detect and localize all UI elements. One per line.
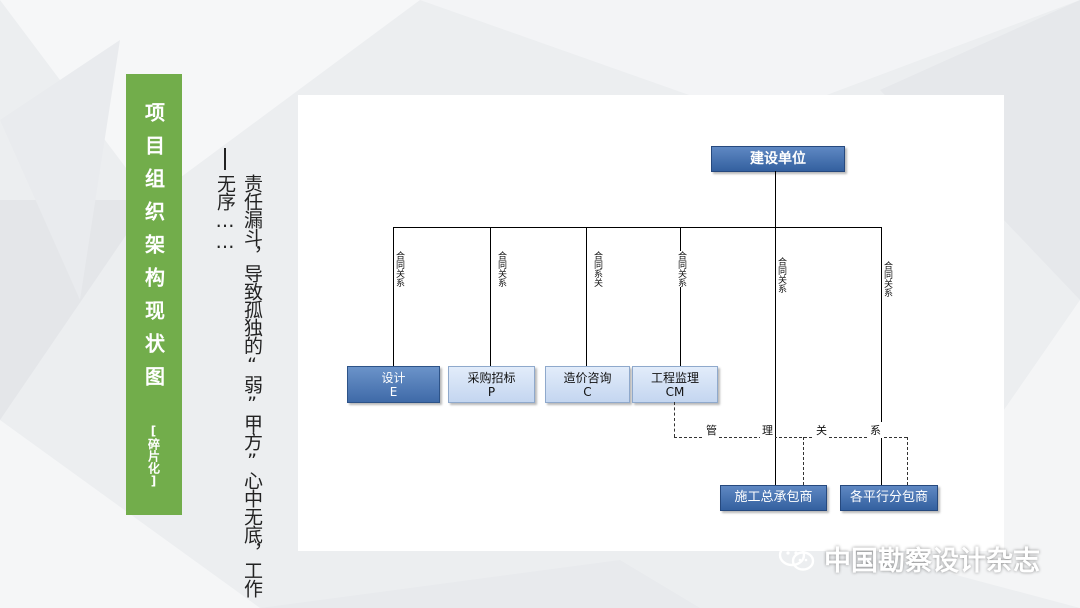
branch-line: [490, 227, 491, 366]
node-cost-code: C: [583, 384, 592, 399]
node-general-contractor-label: 施工总承包商: [734, 490, 813, 505]
management-line: [907, 437, 908, 485]
management-label-4: 系: [868, 422, 883, 438]
wechat-icon: [778, 543, 815, 571]
node-design-code: E: [389, 384, 398, 399]
management-label-2: 理: [760, 422, 775, 438]
branch-line: [881, 227, 882, 485]
branch-line: [680, 227, 681, 366]
org-chart-panel: 建设单位 合同关系 合同关系 合同系关 合同关系 合同关系 合同关系 设计 E …: [298, 95, 1004, 551]
trunk-line: [775, 171, 776, 228]
node-client: 建设单位: [711, 146, 845, 172]
contract-label: 合同关系: [394, 251, 404, 287]
contract-label: 合同关系: [676, 251, 686, 287]
sidebar-title-bar: 项目组织架构现状图 [碎片化]: [126, 74, 182, 515]
node-design: 设计 E: [347, 366, 440, 403]
bus-line: [393, 227, 882, 228]
watermark-text: 中国勘察设计杂志: [824, 545, 1040, 577]
branch-line: [393, 227, 394, 366]
node-general-contractor: 施工总承包商: [720, 485, 827, 511]
branch-line: [775, 227, 776, 485]
node-supervision-name: 工程监理: [650, 370, 699, 385]
node-supervision-code: CM: [665, 384, 685, 399]
slogan-dash: [224, 148, 226, 170]
slogan-text: 责任漏斗，导致孤独的“弱”甲方”心中无底，工作无序……: [214, 174, 263, 597]
node-sub-contractors-label: 各平行分包商: [849, 490, 928, 505]
management-line: [803, 437, 804, 485]
node-design-name: 设计: [381, 370, 406, 385]
node-cost-consulting: 造价咨询 C: [545, 366, 630, 403]
branch-line: [586, 227, 587, 366]
node-supervision: 工程监理 CM: [632, 366, 718, 403]
contract-label: 合同关系: [882, 261, 892, 297]
management-line: [674, 402, 675, 437]
contract-label: 合同关系: [496, 251, 506, 287]
contract-label: 合同系关: [592, 251, 602, 287]
node-procurement-name: 采购招标: [467, 370, 516, 385]
management-label-3: 关: [814, 422, 829, 438]
sidebar-title: 项目组织架构现状图: [141, 102, 166, 399]
contract-label: 合同关系: [776, 257, 786, 293]
management-label-1: 管: [704, 422, 719, 438]
node-sub-contractors: 各平行分包商: [840, 485, 938, 511]
watermark: 中国勘察设计杂志: [778, 540, 1040, 577]
management-line: [674, 437, 907, 438]
node-procurement: 采购招标 P: [448, 366, 535, 403]
sidebar-subtitle: [碎片化]: [146, 424, 161, 488]
node-procurement-code: P: [487, 384, 496, 399]
node-client-label: 建设单位: [750, 151, 806, 167]
node-cost-name: 造价咨询: [563, 370, 612, 385]
